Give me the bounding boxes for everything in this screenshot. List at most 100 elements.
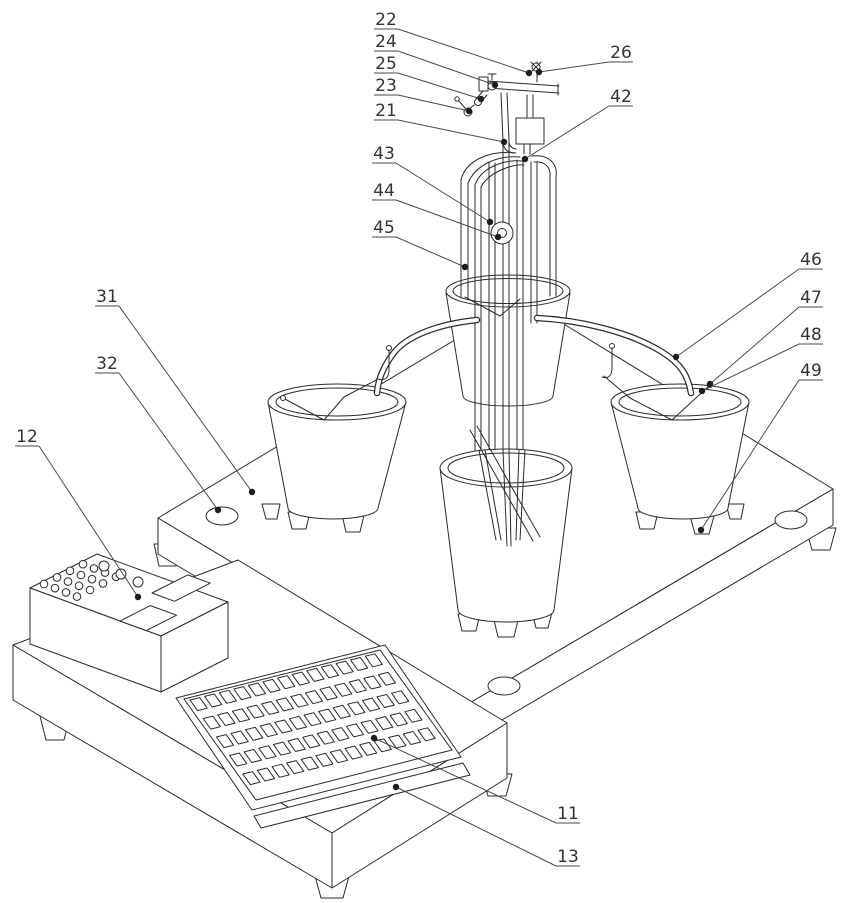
keyboard-key [247,682,267,697]
bucket-body [445,292,571,407]
keyboard-key [256,767,276,782]
hanger-hook [601,368,613,379]
panel-button [87,574,97,584]
leader-line [395,199,499,238]
keyboard-key [306,667,325,682]
keyboard-key [243,749,262,763]
keyboard-key [290,693,309,708]
leader-line [700,379,800,531]
panel-button [52,573,62,582]
keyboard-key [364,653,383,668]
keyboard-key [373,738,392,753]
keyboard-key [361,697,381,712]
ref-label-13: 13 [392,783,580,867]
ref-label-12: 12 [15,427,142,601]
keyboard-key [316,730,335,745]
leader-dot [392,783,400,791]
keyboard-key [363,675,382,690]
ref-number-22: 22 [375,10,397,30]
bucket-body [439,467,573,623]
ref-label-23: 23 [374,76,473,115]
bucket-rim-outer [439,448,573,488]
keyboard-key [229,752,248,767]
leader-line [397,119,505,143]
leader-dot [370,734,378,742]
keyboard-key [272,741,292,756]
leader-line [397,28,530,74]
keyboard-key [375,716,394,731]
ref-number-24: 24 [375,32,397,52]
hoses [373,314,695,397]
keyboard-key [344,745,363,760]
panel-button [85,585,95,595]
leader-line [395,786,557,867]
leader-line [373,737,557,824]
keyboard-key [245,726,264,741]
keyboard-key [350,657,369,671]
keyboard-key [304,690,324,705]
keyboard-key [262,678,281,693]
leader-dot [494,233,502,241]
bucket-rim-inner [275,387,399,417]
ref-label-22: 22 [374,10,533,77]
leader-line [397,72,482,100]
keyboard-key [345,723,365,738]
hangers [377,343,615,381]
key-grid [189,653,436,786]
ref-number-49: 49 [800,361,822,381]
ref-label-43: 43 [372,144,494,226]
leader-line [709,306,800,385]
ref-number-32: 32 [96,354,118,374]
keyboard-key [202,715,221,730]
panel-button [76,570,86,580]
bucket-back [445,274,571,407]
ref-number-44: 44 [373,181,395,201]
pipe-end-cap [478,76,489,92]
leader-dot [672,353,680,361]
keyboard-key [402,731,422,745]
ref-label-48: 48 [698,325,823,395]
leader-line [701,343,800,392]
box-right-face [160,601,229,693]
electrode-wire-back [464,296,521,317]
keyboard-key [287,738,306,752]
keyboard-key [291,671,310,686]
keyboard-key [360,719,379,734]
platform-hole-right [774,510,808,530]
keyboard-key [404,708,423,723]
keyboard-key [332,704,351,719]
keyboard-key [359,741,378,756]
panel-button [39,579,49,589]
ref-number-48: 48 [800,325,822,345]
leader-dot [248,488,256,496]
ref-number-31: 31 [96,287,118,307]
dip-pipe [478,449,497,541]
hanger-hook [377,370,390,381]
keyboard-key [246,704,265,719]
top-valve-assembly [454,61,560,155]
keyboard-key [271,763,290,778]
keyboard-key [315,752,334,767]
platform-hole-left [205,506,239,526]
bucket-foot [725,503,745,520]
leader-dot [500,138,508,146]
bucket-rim-outer [445,274,571,308]
leader-line [118,305,253,493]
keyboard-key [261,701,280,715]
keyboard-key [189,697,208,712]
leader-line [38,445,139,598]
ref-label-11: 11 [370,734,580,824]
leader-dot [706,380,714,388]
ref-number-45: 45 [373,218,395,238]
leader-line [538,61,610,73]
ref-number-42: 42 [610,87,632,107]
keyboard-key [391,690,410,705]
leader-dot [535,68,543,76]
keyboard-key [417,727,436,742]
leader-line [118,372,219,511]
panel-knob [98,560,110,572]
leader-dot [491,81,499,89]
bucket-rim-outer [610,383,750,421]
